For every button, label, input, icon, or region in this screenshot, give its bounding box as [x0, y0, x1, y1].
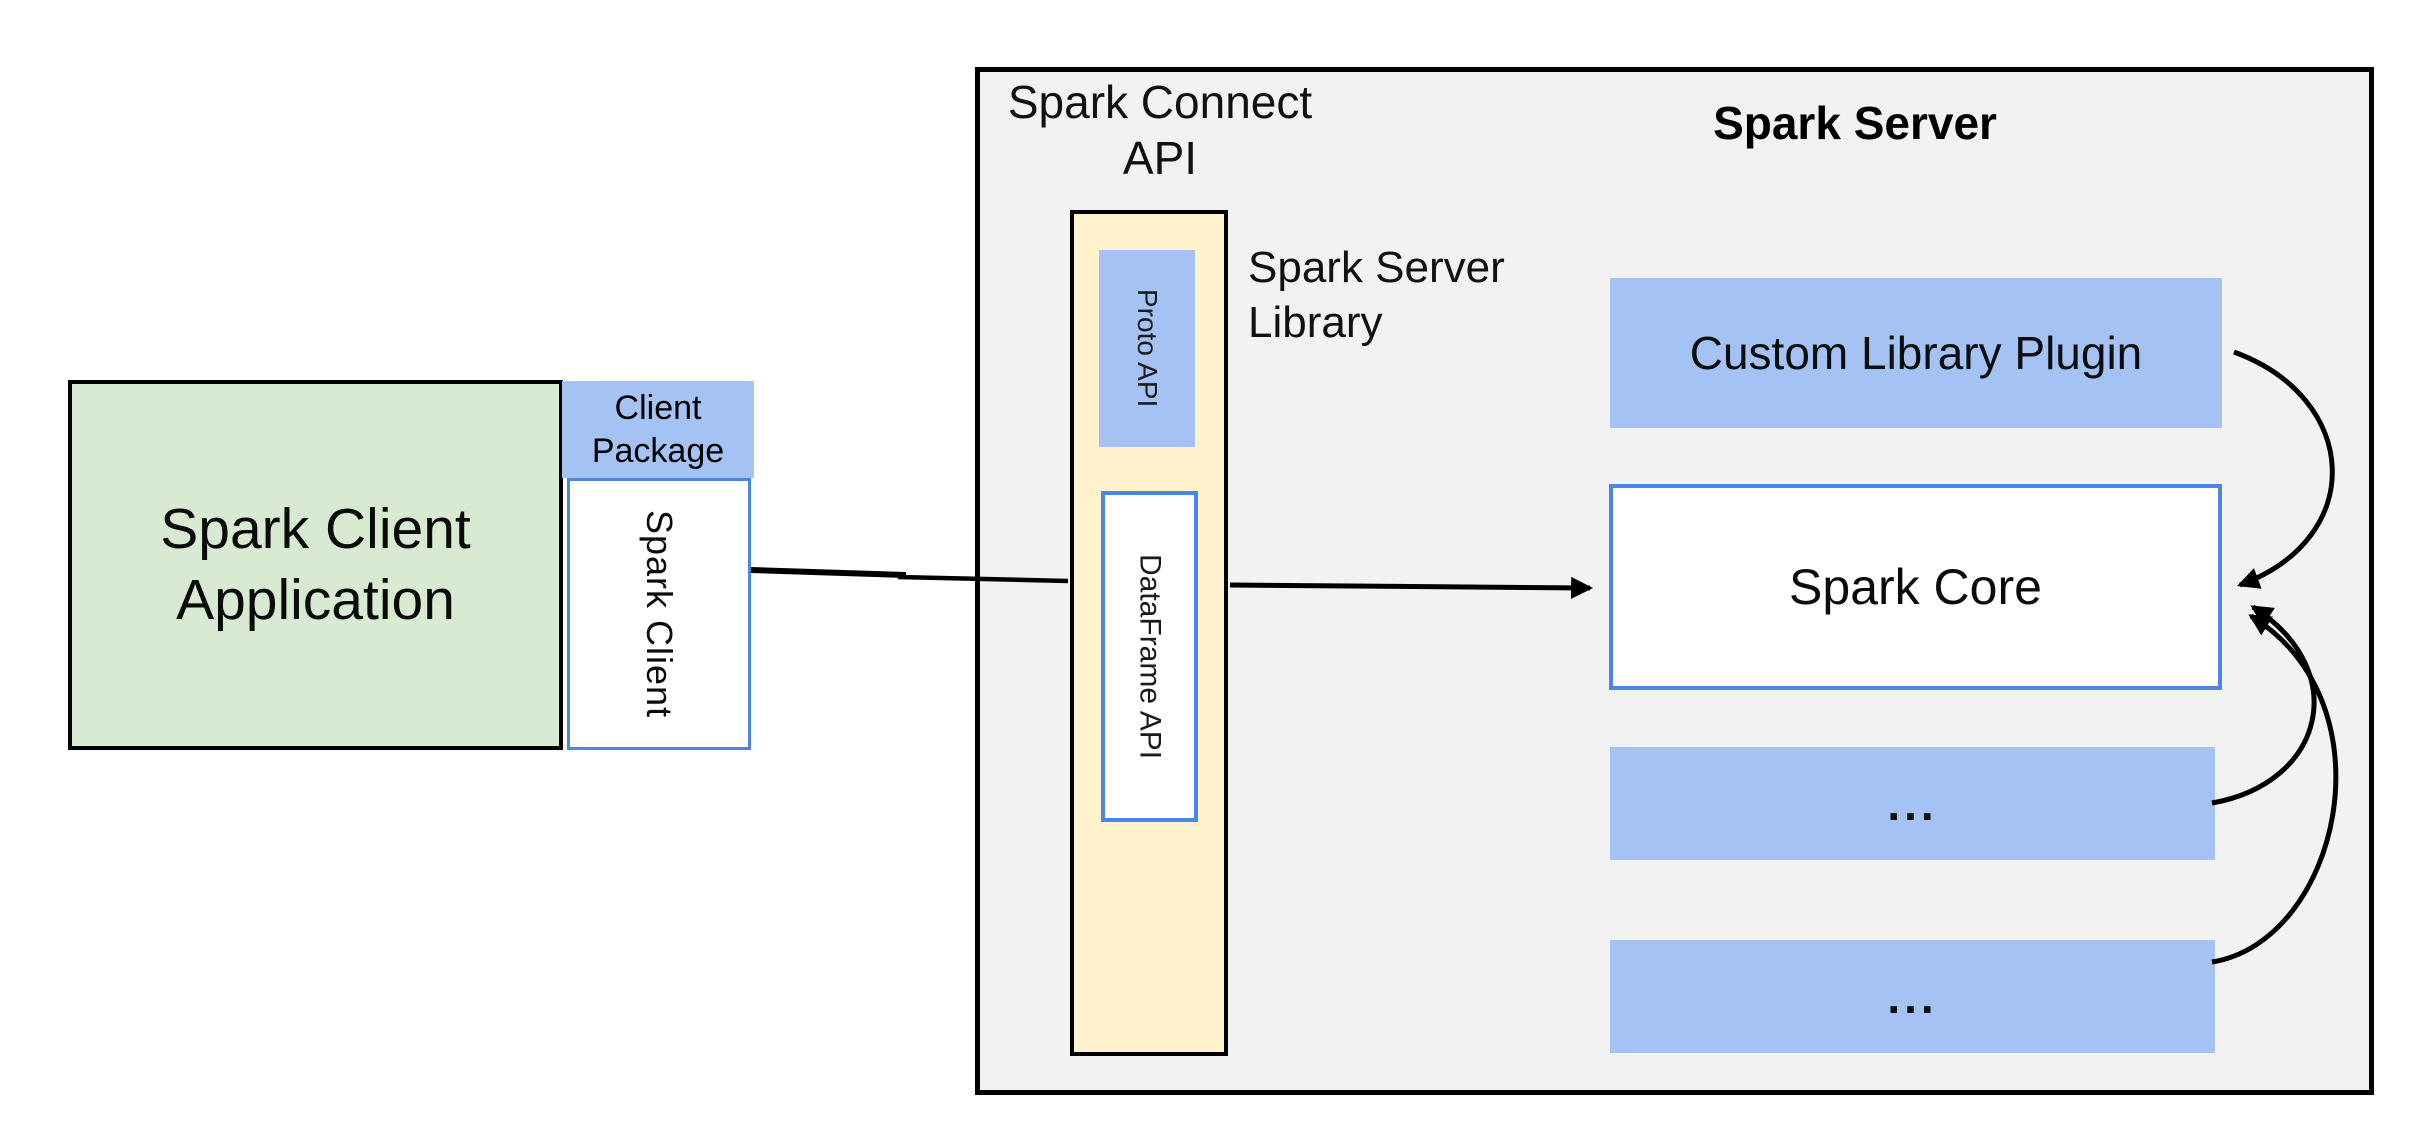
spark-server-title: Spark Server	[1713, 97, 1997, 149]
client-package-label: Client Package	[591, 389, 725, 470]
spark-client-box: Spark Client	[567, 478, 751, 750]
proto-api-box: Proto API	[1099, 250, 1195, 447]
dataframe-api-label: DataFrame API	[1133, 553, 1167, 760]
spark-connect-api-title: Spark Connect API	[1007, 76, 1313, 185]
client-package-box: Client Package	[562, 381, 754, 478]
module-row-label: ...	[1887, 777, 1938, 830]
spark-client-application-box: Spark Client Application	[68, 380, 563, 750]
module-row-label: ...	[1887, 970, 1938, 1023]
spark-core-label: Spark Core	[1789, 559, 2042, 615]
custom-library-plugin-label: Custom Library Plugin	[1689, 327, 2143, 379]
custom-library-plugin-box: Custom Library Plugin	[1610, 278, 2222, 428]
spark-client-label: Spark Client	[639, 509, 680, 719]
dataframe-api-box: DataFrame API	[1101, 491, 1198, 822]
spark-server-library-label: Spark Server Library	[1248, 243, 1505, 348]
spark-client-application-label: Spark Client Application	[160, 496, 471, 632]
module-row: ...	[1610, 940, 2215, 1053]
spark-core-box: Spark Core	[1609, 484, 2222, 690]
module-row: ...	[1610, 747, 2215, 860]
edge-client-to-connect-api-1	[750, 567, 907, 578]
proto-api-label: Proto API	[1132, 289, 1163, 408]
